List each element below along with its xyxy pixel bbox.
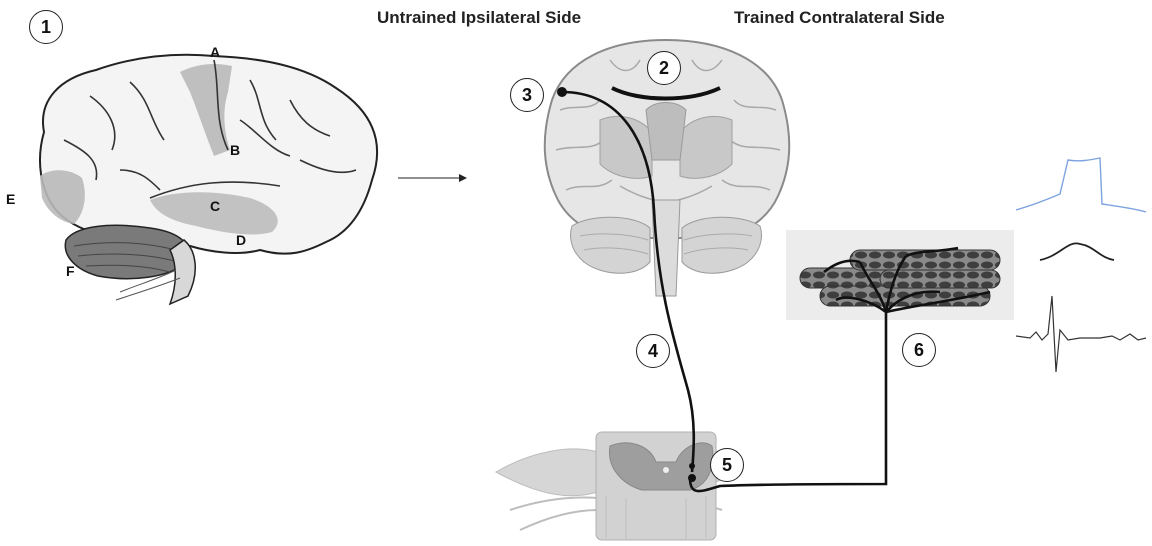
marker-4: 4	[636, 334, 670, 368]
brain-region-label-b: B	[230, 142, 240, 158]
muscle-fibres	[786, 230, 1014, 320]
ipsilateral-heading: Untrained Ipsilateral Side	[377, 8, 581, 28]
neuron-soma	[557, 87, 567, 97]
marker-3: 3	[510, 78, 544, 112]
synapse-dot-upper	[689, 463, 695, 469]
motor-unit-trace	[1016, 296, 1146, 372]
marker-6: 6	[902, 333, 936, 367]
brain-region-label-e: E	[6, 191, 15, 207]
twitch-trace	[1040, 243, 1114, 260]
marker-2: 2	[647, 51, 681, 85]
synapse-dot-lower	[688, 474, 696, 482]
contralateral-heading: Trained Contralateral Side	[734, 8, 945, 28]
brain-region-label-a: A	[210, 44, 220, 60]
spinal-cord-section	[496, 432, 736, 540]
marker-1: 1	[29, 10, 63, 44]
brain-region-label-d: D	[236, 232, 246, 248]
marker-5: 5	[710, 448, 744, 482]
brain-region-label-f: F	[66, 263, 75, 279]
brain-lateral-illustration	[40, 55, 377, 304]
brain-region-label-c: C	[210, 198, 220, 214]
emg-trace	[1016, 158, 1146, 212]
